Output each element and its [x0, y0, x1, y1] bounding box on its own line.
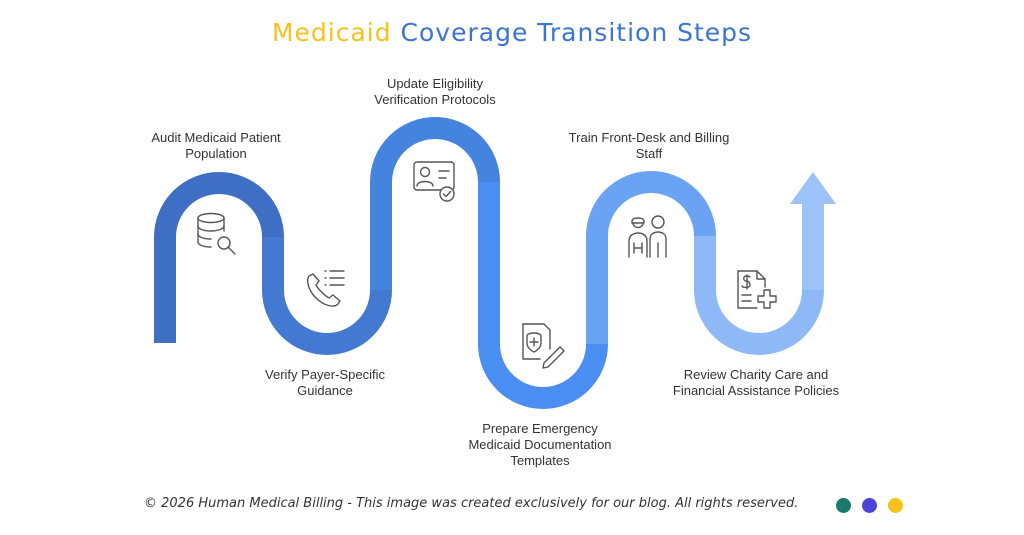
brand-dot-teal	[836, 498, 851, 513]
path-segment-3	[370, 117, 500, 290]
step-label-5: Train Front-Desk and Billing Staff	[568, 130, 730, 161]
path-segment-2	[262, 237, 392, 355]
path-segment-4	[478, 182, 608, 409]
path-segment-1	[154, 172, 284, 343]
brand-dot-yellow	[888, 498, 903, 513]
footer-copyright: © 2026 Human Medical Billing - This imag…	[144, 496, 799, 511]
step-label-4: Prepare Emergency Medicaid Documentation…	[468, 421, 612, 468]
step-label-1: Audit Medicaid Patient Population	[151, 130, 281, 161]
id-card-check-icon	[413, 161, 455, 202]
arrow-head	[790, 172, 836, 204]
page-title: Medicaid Coverage Transition Steps	[0, 18, 1024, 47]
path-segment-5	[586, 171, 716, 344]
medical-document-edit-icon	[522, 323, 565, 369]
database-search-icon	[197, 212, 236, 255]
step-label-6: Review Charity Care and Financial Assist…	[672, 367, 840, 398]
billing-medical-document-icon	[737, 270, 777, 309]
brand-dot-indigo	[862, 498, 877, 513]
step-label-2: Verify Payer-Specific Guidance	[265, 367, 385, 398]
title-accent: Medicaid	[271, 18, 392, 47]
path-segment-6	[694, 236, 824, 355]
doctor-staff-icon	[628, 215, 667, 258]
title-main: Coverage Transition Steps	[400, 18, 753, 47]
step-label-3: Update Eligibility Verification Protocol…	[374, 76, 496, 107]
phone-list-icon	[307, 270, 345, 307]
